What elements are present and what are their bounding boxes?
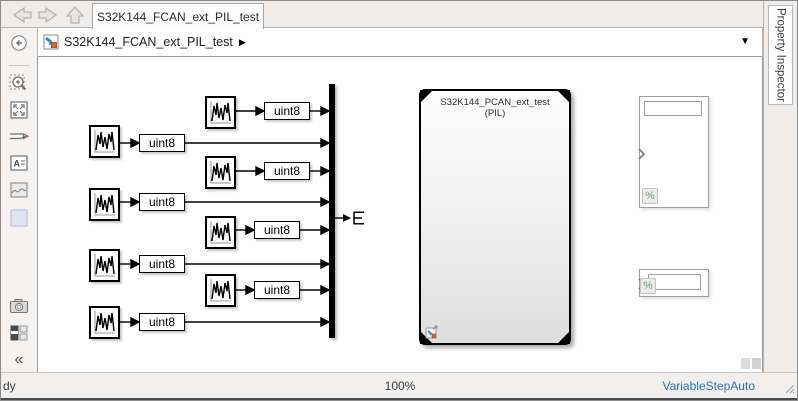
document-tab-bar: S32K144_FCAN_ext_PIL_test: [1, 1, 764, 29]
signal-source-block-4[interactable]: [89, 188, 120, 221]
image-icon[interactable]: [8, 179, 30, 201]
datatype-label: uint8: [148, 136, 176, 150]
comment-through-badge: %: [640, 278, 656, 294]
forward-icon[interactable]: [38, 6, 58, 24]
collapse-palette-icon[interactable]: «: [14, 351, 24, 368]
commented-display-block-small[interactable]: %: [638, 269, 709, 297]
signal-source-block-8[interactable]: [89, 306, 120, 339]
pil-model-block[interactable]: S32K144_PCAN_ext_test (PIL): [419, 89, 571, 345]
datatype-conversion-block-5[interactable]: uint8: [254, 221, 300, 239]
zoom-to-region-icon[interactable]: [8, 72, 30, 94]
property-inspector-tab[interactable]: Property Inspector: [768, 5, 793, 105]
navigation-arrows: [12, 6, 85, 24]
model-tab-label: S32K144_FCAN_ext_PIL_test: [96, 9, 260, 24]
area-icon[interactable]: [8, 207, 30, 229]
datatype-label: uint8: [273, 164, 301, 178]
right-dock-strip: Property Inspector: [763, 1, 797, 374]
datatype-label: uint8: [263, 223, 291, 237]
signal-source-block-7[interactable]: [205, 274, 236, 307]
datatype-conversion-block-2[interactable]: uint8: [139, 134, 185, 152]
datatype-label: uint8: [263, 283, 291, 297]
palette-separator: [9, 65, 29, 66]
pil-block-title: S32K144_PCAN_ext_test: [440, 97, 550, 108]
datatype-label: uint8: [273, 104, 301, 118]
bus-connector-symbol: [353, 211, 364, 225]
viewmark-camera-icon[interactable]: [8, 295, 30, 317]
property-inspector-label: Property Inspector: [774, 8, 787, 102]
pil-corner: [420, 90, 433, 103]
zoom-level: 100%: [384, 379, 416, 393]
up-icon[interactable]: [65, 6, 85, 24]
breadcrumb-dropdown-icon[interactable]: ▼: [740, 36, 750, 47]
status-text: dy: [3, 379, 16, 393]
mux-output-wire: [335, 211, 364, 225]
datatype-conversion-block-1[interactable]: uint8: [264, 102, 310, 120]
back-icon[interactable]: [12, 6, 32, 24]
datatype-conversion-block-7[interactable]: uint8: [254, 281, 300, 299]
breadcrumb[interactable]: S32K144_FCAN_ext_PIL_test ▶ ▼: [37, 28, 763, 57]
status-bar: dy 100% VariableStepAuto: [1, 372, 797, 400]
commented-display-block[interactable]: %: [638, 96, 709, 208]
signal-source-block-1[interactable]: [205, 96, 236, 129]
annotation-icon[interactable]: A: [8, 152, 30, 174]
scrollbar-corner[interactable]: [741, 358, 750, 369]
pil-corner: [557, 90, 570, 103]
datatype-conversion-block-8[interactable]: uint8: [139, 313, 185, 331]
diagram-canvas[interactable]: uint8 uint8 uint8 uint8 uint8 uint8 uint…: [37, 56, 763, 373]
signal-source-block-2[interactable]: [89, 125, 120, 158]
input-port-chevron-icon: [638, 148, 645, 160]
annotation-letter: A: [14, 159, 21, 169]
signal-source-block-6[interactable]: [89, 249, 120, 282]
hide-explorer-bar-icon[interactable]: [9, 33, 29, 53]
mux-block[interactable]: [329, 84, 335, 338]
signal-wires: [120, 105, 364, 328]
breadcrumb-caret-icon[interactable]: ▶: [238, 36, 246, 47]
datatype-label: uint8: [148, 315, 176, 329]
comment-through-badge: %: [642, 188, 658, 204]
display-field: [644, 101, 702, 116]
datatype-conversion-block-6[interactable]: uint8: [139, 255, 185, 273]
model-tab[interactable]: S32K144_FCAN_ext_PIL_test: [92, 3, 264, 29]
pil-corner: [557, 331, 570, 344]
sample-time-legend-icon[interactable]: [8, 322, 30, 344]
scrollbar-corner[interactable]: [752, 358, 761, 369]
breadcrumb-model-name[interactable]: S32K144_FCAN_ext_PIL_test: [64, 35, 233, 49]
pil-block-subtitle: (PIL): [484, 108, 506, 119]
datatype-label: uint8: [148, 257, 176, 271]
breadcrumb-left-cell: [1, 28, 37, 57]
signal-source-block-5[interactable]: [205, 216, 236, 249]
model-block-icon: [43, 34, 59, 50]
model-reference-icon: [425, 325, 438, 339]
datatype-conversion-block-3[interactable]: uint8: [264, 162, 310, 180]
resize-grip[interactable]: [785, 384, 795, 394]
datatype-conversion-block-4[interactable]: uint8: [139, 193, 185, 211]
datatype-label: uint8: [148, 195, 176, 209]
palette-toolbar: A: [1, 57, 37, 373]
solver-link[interactable]: VariableStepAuto: [662, 379, 755, 393]
signal-source-block-3[interactable]: [205, 156, 236, 189]
fit-to-view-icon[interactable]: [8, 99, 30, 121]
signal-routing-icon[interactable]: [8, 126, 30, 148]
